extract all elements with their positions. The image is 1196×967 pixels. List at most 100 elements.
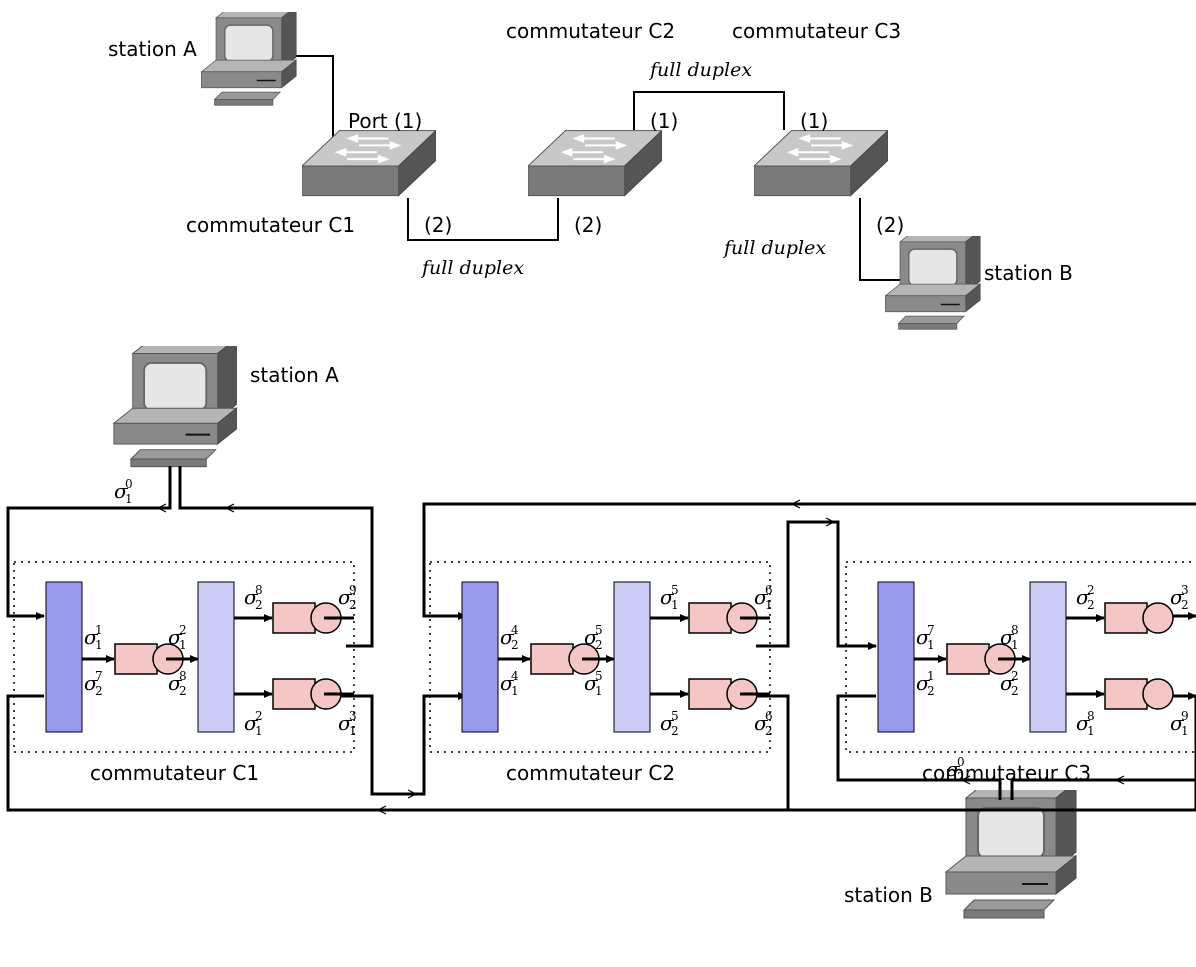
sigma-c3-out-top: σ	[1076, 585, 1091, 609]
top-diagram: station A Port (1) commutateur C1 (2) (2…	[108, 12, 1073, 330]
station-b-computer-icon	[884, 236, 981, 330]
sigma-c1-out-top-sub: 2	[255, 598, 263, 612]
sigma-c3-port-bot: σ	[1170, 711, 1185, 735]
sigma-c3-mid-top: σ	[1000, 625, 1015, 649]
sigma-c3-in-bot-sub: 2	[927, 684, 935, 698]
top-switch-c3-label: commutateur C3	[732, 19, 901, 43]
sigma-c3-out-top-sub: 2	[1087, 598, 1095, 612]
sigma-c3-out-top-sup: 2	[1087, 583, 1095, 597]
sigma-c2-mid-bot: σ	[584, 671, 599, 695]
sigma-c1-port-top: σ	[338, 585, 353, 609]
top-c2-port1-label: (1)	[650, 109, 678, 133]
sigma-c2-out-top-sub: 1	[671, 598, 679, 612]
sigma-c2-port-bot: σ	[754, 711, 769, 735]
direction-marks	[156, 499, 1125, 815]
sigma-c2-mid-bot-sup: 5	[595, 669, 603, 683]
sigma-station-b-out: σ	[946, 757, 961, 781]
top-c1-port2-label: (2)	[424, 213, 452, 237]
sigma-c3-out-bot: σ	[1076, 711, 1091, 735]
station-a-computer-icon	[200, 12, 297, 106]
input-block-c1	[45, 581, 83, 733]
switch-c3-box	[845, 561, 1196, 753]
sigma-c3-port-bot-sup: 9	[1181, 709, 1189, 723]
output-block-c2	[613, 581, 651, 733]
sigma-c1-port-bot-sup: 3	[349, 709, 357, 723]
sigma-station-a-out: σ	[114, 479, 129, 503]
sigma-c2-port-top-sub: 1	[765, 598, 773, 612]
sigma-c2-in-top-sup: 4	[511, 623, 519, 637]
sigma-c3-port-top: σ	[1170, 585, 1185, 609]
sigma-c2-out-top-sup: 5	[671, 583, 679, 597]
sigma-c1-in-top-sub: 1	[95, 638, 103, 652]
sigma-c3-mid-bot-sup: 2	[1011, 669, 1019, 683]
sigma-c2-in-bot-sup: 4	[511, 669, 519, 683]
sigma-c3-port-top-sup: 3	[1181, 583, 1189, 597]
sigma-c1-mid-bot: σ	[168, 671, 183, 695]
sigma-c3-in-top-sup: 7	[927, 623, 935, 637]
input-block-c2	[461, 581, 499, 733]
sigma-c3-in-top: σ	[916, 625, 931, 649]
top-switch-c2-label: commutateur C2	[506, 19, 675, 43]
sigma-c1-port-top-sup: 9	[349, 583, 357, 597]
sigma-c3-mid-bot-sub: 2	[1011, 684, 1019, 698]
sigma-c2-port-bot-sub: 2	[765, 724, 773, 738]
sigma-c1-mid-bot-sub: 2	[179, 684, 187, 698]
top-c1-port1-label: Port (1)	[348, 109, 422, 133]
sigma-c1-in-bot-sub: 2	[95, 684, 103, 698]
sigma-c2-port-bot-sup: 6	[765, 709, 773, 723]
sigma-c1-in-top: σ	[84, 625, 99, 649]
sigma-c1-port-bot: σ	[338, 711, 353, 735]
sigma-c2-out-bot-sub: 2	[671, 724, 679, 738]
sigma-c3-port-top-sub: 2	[1181, 598, 1189, 612]
sigma-c2-out-bot-sup: 5	[671, 709, 679, 723]
sigma-station-a-out-sub: 1	[125, 492, 133, 506]
full-duplex-c3-b-label: full duplex	[722, 237, 826, 259]
queue-bot-c3	[1104, 678, 1174, 710]
switch-c1-icon	[302, 130, 436, 197]
sigma-c3-in-bot-sup: 1	[927, 669, 935, 683]
sigma-c2-in-bot-sub: 1	[511, 684, 519, 698]
full-duplex-c1-c2-label: full duplex	[420, 257, 524, 279]
bottom-switch-c2-label: commutateur C2	[506, 761, 675, 785]
bottom-diagram: station A station B commutateur C1 commu…	[6, 346, 1196, 919]
top-c3-port1-label: (1)	[800, 109, 828, 133]
station-b-detail-computer-icon	[945, 790, 1077, 919]
top-station-b-label: station B	[984, 261, 1073, 285]
sigma-c1-mid-bot-sup: 8	[179, 669, 187, 683]
queue-top-c3	[1104, 602, 1174, 634]
sigma-c3-out-bot-sup: 8	[1087, 709, 1095, 723]
sigma-c2-in-bot: σ	[500, 671, 515, 695]
sigma-c2-out-bot: σ	[660, 711, 675, 735]
sigma-c1-mid-top-sup: 2	[179, 623, 187, 637]
sigma-c3-mid-top-sub: 1	[1011, 638, 1019, 652]
sigma-c3-in-top-sub: 1	[927, 638, 935, 652]
sigma-c1-mid-top-sub: 1	[179, 638, 187, 652]
top-switch-c1-label: commutateur C1	[186, 213, 355, 237]
sigma-c2-mid-top: σ	[584, 625, 599, 649]
sigma-c1-out-bot-sup: 2	[255, 709, 263, 723]
switch-c2-icon	[528, 130, 662, 197]
sigma-c2-in-top-sub: 2	[511, 638, 519, 652]
sigma-c3-mid-bot: σ	[1000, 671, 1015, 695]
sigma-c2-mid-bot-sub: 1	[595, 684, 603, 698]
sigma-c1-mid-top: σ	[168, 625, 183, 649]
sigma-c1-out-top: σ	[244, 585, 259, 609]
sigma-c3-port-bot-sub: 1	[1181, 724, 1189, 738]
top-station-a-label: station A	[108, 37, 197, 61]
sigma-c2-mid-top-sub: 2	[595, 638, 603, 652]
sigma-c1-out-top-sup: 8	[255, 583, 263, 597]
sigma-c2-port-top-sup: 6	[765, 583, 773, 597]
sigma-c1-in-bot: σ	[84, 671, 99, 695]
station-a-detail-computer-icon	[112, 346, 238, 468]
full-duplex-c2-c3-label: full duplex	[648, 59, 752, 81]
sigma-c3-in-bot: σ	[916, 671, 931, 695]
sigma-c1-in-top-sup: 1	[95, 623, 103, 637]
input-block-c3	[877, 581, 915, 733]
switch-c1-box	[13, 561, 355, 753]
sigma-c1-in-bot-sup: 7	[95, 669, 103, 683]
sigma-c1-port-bot-sub: 1	[349, 724, 357, 738]
sigma-station-b-out-sup: 0	[957, 755, 965, 769]
output-block-c1	[197, 581, 235, 733]
switch-c2-box	[429, 561, 771, 753]
